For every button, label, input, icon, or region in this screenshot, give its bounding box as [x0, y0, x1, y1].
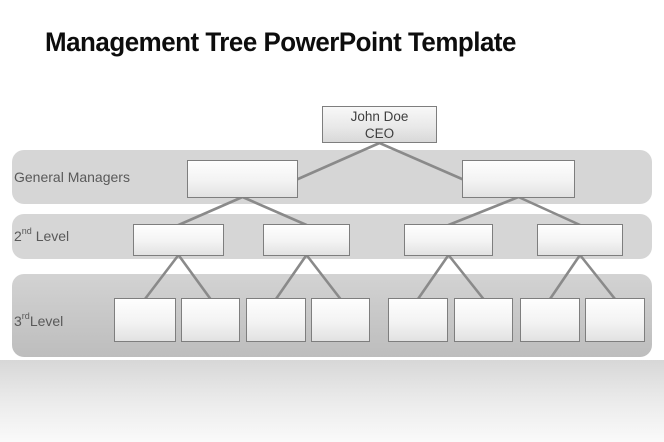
band-label-text: Level [31, 228, 70, 244]
org-node-level3-4[interactable] [311, 298, 370, 342]
org-node-level3-6[interactable] [454, 298, 513, 342]
band-label-second-level: 2nd Level [14, 226, 70, 244]
org-node-gm-1[interactable] [187, 160, 298, 198]
org-node-level3-7[interactable] [520, 298, 580, 342]
slide-title: Management Tree PowerPoint Template [45, 27, 516, 58]
org-node-level3-1[interactable] [114, 298, 176, 342]
org-node-level3-3[interactable] [246, 298, 306, 342]
org-node-ceo[interactable]: John Doe CEO [322, 106, 437, 143]
band-label-text: Level [29, 313, 64, 329]
band-label-general-managers: General Managers [14, 169, 130, 185]
band-label-ordinal: rd [21, 311, 30, 322]
band-label-text: General Managers [14, 169, 130, 185]
ceo-role: CEO [364, 125, 395, 141]
band-label-number: 3 [14, 313, 22, 329]
org-node-level2-1[interactable] [133, 224, 224, 256]
org-node-gm-2[interactable] [462, 160, 575, 198]
org-node-level2-2[interactable] [263, 224, 350, 256]
band-label-number: 2 [14, 228, 22, 244]
ceo-name: John Doe [350, 108, 409, 124]
band-label-third-level: 3rdLevel [14, 311, 64, 329]
org-node-level2-4[interactable] [537, 224, 623, 256]
org-node-level3-5[interactable] [388, 298, 448, 342]
org-node-level2-3[interactable] [404, 224, 493, 256]
org-node-level3-8[interactable] [585, 298, 645, 342]
reflection-gradient [0, 360, 664, 442]
band-label-ordinal: nd [21, 226, 32, 237]
org-node-level3-2[interactable] [181, 298, 240, 342]
